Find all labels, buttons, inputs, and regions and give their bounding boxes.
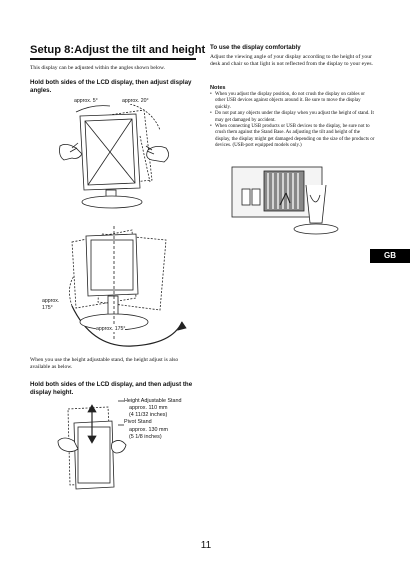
swivel-left-label-line2: 175° bbox=[42, 305, 53, 311]
swivel-bottom-label: approx. 175° bbox=[96, 326, 126, 332]
language-tab: GB bbox=[370, 249, 410, 263]
spec-stand-name: Height Adjustable Stand bbox=[124, 398, 182, 404]
spec-pivot-inches: (5 1/8 inches) bbox=[129, 433, 162, 440]
note-item: Do not put any objects under the display… bbox=[210, 111, 376, 124]
usb-stand-illustration bbox=[230, 165, 342, 235]
tilt-back-label: approx. 20° bbox=[122, 98, 149, 104]
title-underline bbox=[30, 58, 196, 60]
spec-pivot-mm: approx. 130 mm bbox=[129, 426, 168, 433]
notes-list: When you adjust the display position, do… bbox=[210, 92, 376, 150]
page-number: 11 bbox=[200, 540, 212, 551]
comfort-heading: To use the display comfortably bbox=[210, 44, 301, 51]
height-illustration bbox=[56, 395, 128, 495]
note-item: When you adjust the display position, do… bbox=[210, 92, 376, 111]
height-spec: Height Adjustable Stand approx. 110 mm (… bbox=[124, 398, 204, 441]
usb-stand-drawing bbox=[231, 166, 339, 235]
comfort-text: Adjust the viewing angle of your display… bbox=[210, 54, 373, 68]
notes-heading: Notes bbox=[210, 85, 226, 91]
tilt-drawing bbox=[59, 103, 169, 209]
swivel-illustration: approx. 175° approx. 175° bbox=[32, 222, 200, 356]
step2-heading: Hold both sides of the LCD display, and … bbox=[30, 381, 193, 396]
page-title: Setup 8:Adjust the tilt and height bbox=[30, 44, 206, 56]
spec-pivot-name: Pivot Stand bbox=[124, 419, 152, 426]
spec-stand-inches: (4 11/32 inches) bbox=[129, 412, 168, 419]
note-item: When connecting USB products or USB devi… bbox=[210, 124, 376, 150]
tilt-illustration: approx. 5° approx. 20° bbox=[52, 96, 182, 212]
tilt-forward-label: approx. 5° bbox=[74, 98, 98, 104]
spec-stand-mm: approx. 110 mm bbox=[129, 405, 168, 412]
height-drawing bbox=[57, 400, 127, 490]
swivel-left-label-line1: approx. bbox=[42, 298, 60, 304]
height-paragraph: When you use the height adjustable stand… bbox=[30, 357, 179, 371]
intro-text: This display can be adjusted within the … bbox=[30, 65, 166, 71]
step1-heading: Hold both sides of the LCD display, then… bbox=[30, 79, 192, 94]
swivel-drawing bbox=[69, 226, 187, 347]
